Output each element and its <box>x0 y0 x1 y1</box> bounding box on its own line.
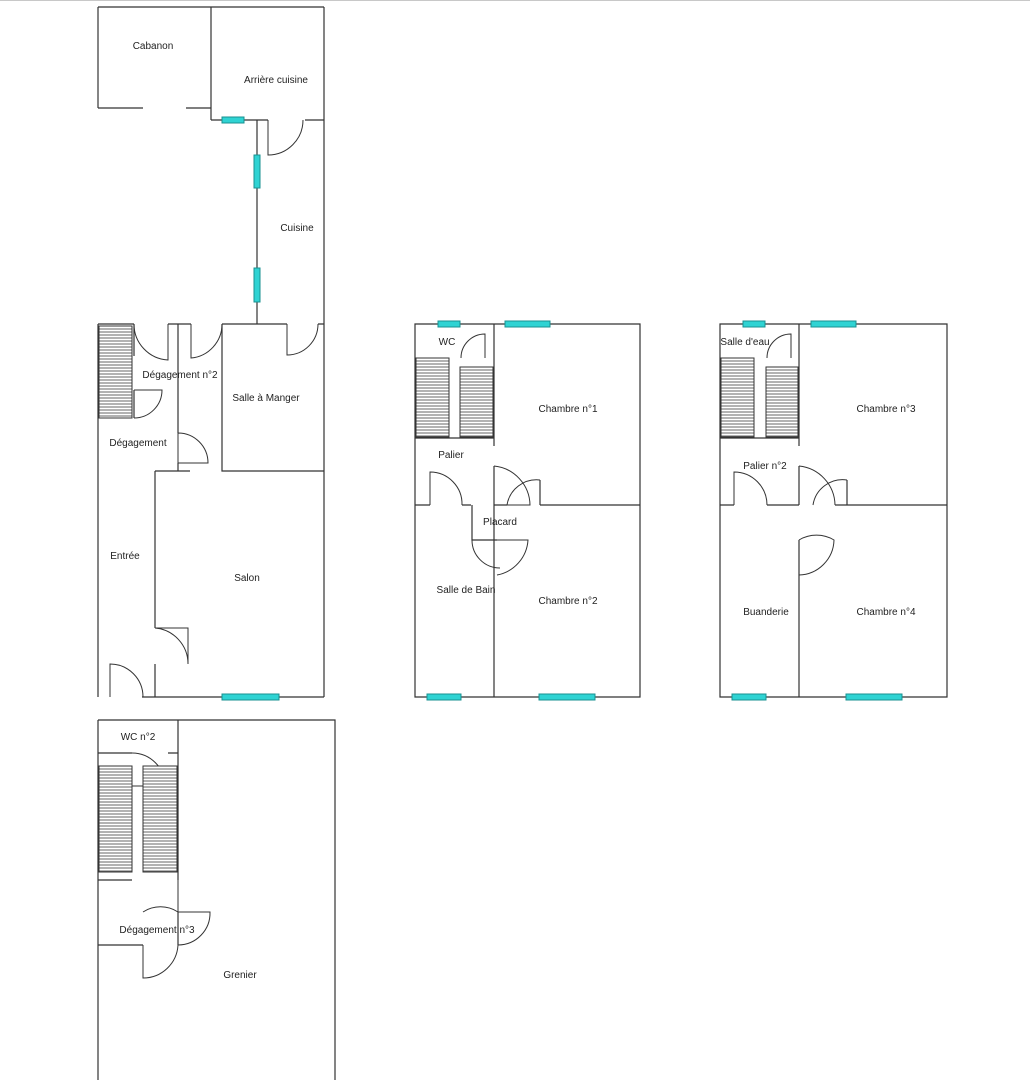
window <box>731 693 767 701</box>
room-label-arriere-cuisine: Arrière cuisine <box>244 75 308 86</box>
window <box>810 320 857 328</box>
room-label-chambre-1: Chambre n°1 <box>538 404 597 415</box>
window <box>426 693 462 701</box>
room-label-entree: Entrée <box>110 551 140 562</box>
second-floor-plan <box>719 320 948 701</box>
window <box>221 693 280 701</box>
room-label-buanderie: Buanderie <box>743 607 789 618</box>
top-border-line <box>0 0 1030 1</box>
room-label-salle-a-manger: Salle à Manger <box>232 393 300 404</box>
room-label-palier: Palier <box>438 450 464 461</box>
stair-treads-ground <box>99 328 132 417</box>
ground-block-walls <box>97 323 325 698</box>
room-label-salle-d-eau: Salle d'eau <box>720 337 769 348</box>
room-label-palier-2: Palier n°2 <box>743 461 787 472</box>
stair-treads-attic <box>99 768 177 872</box>
room-label-degagement-2: Dégagement n°2 <box>142 370 218 381</box>
stair-treads-first <box>416 360 493 437</box>
room-label-placard: Placard <box>483 517 517 528</box>
ground-floor-plan <box>97 6 325 701</box>
room-label-salon: Salon <box>234 573 260 584</box>
room-label-chambre-2: Chambre n°2 <box>538 596 597 607</box>
window <box>437 320 461 328</box>
window <box>253 267 261 303</box>
window <box>845 693 903 701</box>
room-label-wc-2: WC n°2 <box>121 732 156 743</box>
cabanon-walls <box>97 6 324 120</box>
room-label-wc: WC <box>439 337 456 348</box>
room-label-chambre-3: Chambre n°3 <box>856 404 915 415</box>
attic-plan <box>97 719 336 1080</box>
room-label-degagement: Dégagement <box>109 438 166 449</box>
room-label-cabanon: Cabanon <box>133 41 174 52</box>
room-label-salle-de-bain: Salle de Bain <box>437 585 496 596</box>
first-floor-plan <box>414 320 641 701</box>
window <box>253 154 261 189</box>
kitchen-walls <box>211 7 325 324</box>
window <box>221 116 245 124</box>
room-label-degagement-3: Dégagement n°3 <box>119 925 195 936</box>
room-label-grenier: Grenier <box>223 970 257 981</box>
room-label-cuisine: Cuisine <box>280 223 314 234</box>
window <box>504 320 551 328</box>
stair-treads-second <box>721 360 798 437</box>
window <box>742 320 766 328</box>
room-label-chambre-4: Chambre n°4 <box>856 607 915 618</box>
window <box>538 693 596 701</box>
